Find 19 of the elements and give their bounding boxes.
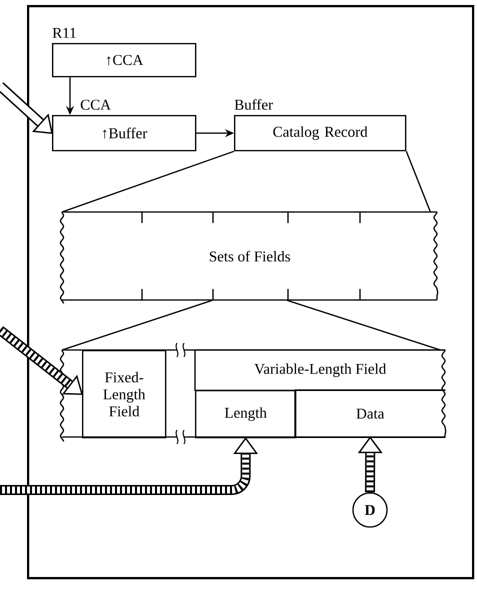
record-band: [60, 342, 446, 445]
fields-band: Sets of Fields: [60, 211, 438, 304]
field-box: Length: [195, 390, 296, 438]
pointer-box: ↑CCA: [52, 43, 196, 78]
box-label: R11: [52, 28, 76, 38]
field-box: Fixed-Length Field: [82, 350, 166, 438]
outer-frame: [27, 5, 474, 580]
pointer-box: ↑Buffer: [52, 115, 196, 152]
expansion-line: [62, 150, 234, 213]
box-label: CCA: [80, 100, 111, 110]
hatched-arrow: [0, 326, 83, 395]
expansion-line: [287, 300, 441, 351]
record-box: Catalog Record: [234, 115, 406, 152]
hollow-arrow: [0, 82, 53, 134]
expansion-line: [62, 300, 212, 351]
field-box: Variable-Length Field: [194, 349, 446, 392]
box-label: Buffer: [234, 99, 273, 110]
expansion-line: [406, 151, 431, 212]
field-box: Data: [294, 389, 446, 438]
